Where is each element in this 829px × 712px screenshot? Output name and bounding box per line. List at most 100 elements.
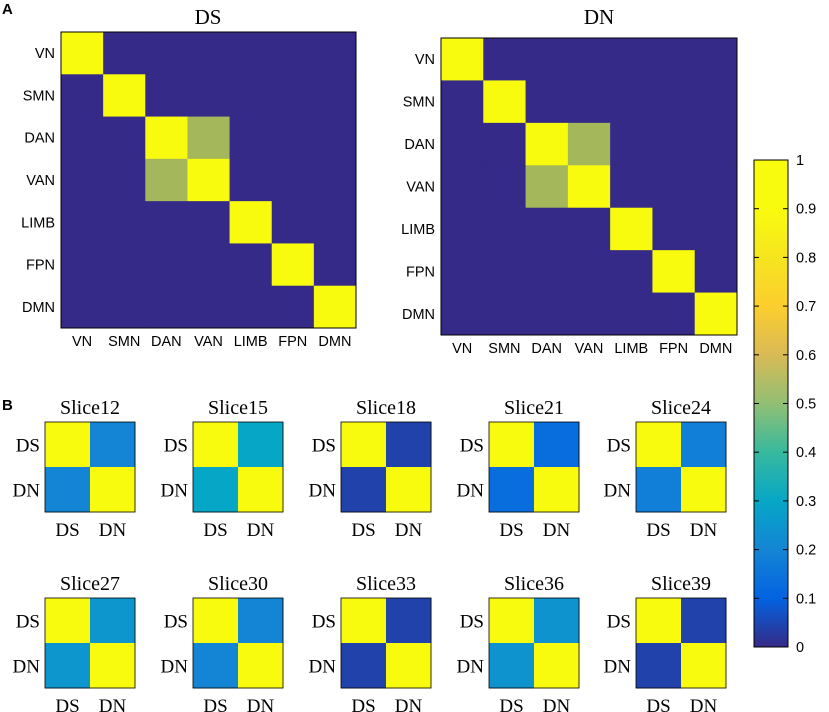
- heatmap-dn-cell-1-6: [694, 80, 738, 124]
- slice-cell-1-0: [193, 467, 239, 513]
- colorbar-tick-label: 1: [796, 153, 804, 169]
- slice-frame: [488, 597, 580, 689]
- heatmap-ds-cell-5-4: [229, 243, 273, 287]
- heatmap-ds-cell-4-6: [313, 201, 357, 244]
- heatmap-ds-cell-1-6: [313, 74, 357, 118]
- slice-x-label: DS: [351, 520, 375, 541]
- heatmap-dn-cell-2-3: [567, 122, 611, 166]
- heatmap-dn-cells: [441, 38, 738, 336]
- slice-title: Slice18: [356, 397, 416, 419]
- heatmap-ds-cell-5-3: [187, 243, 231, 287]
- heatmap-dn-y-label: LIMB: [401, 222, 435, 238]
- slice-frame: [635, 597, 727, 689]
- slice-cell-0-1: [681, 422, 727, 468]
- heatmap-ds-x-label: VAN: [194, 334, 223, 350]
- heatmap-ds-cell-6-5: [271, 285, 315, 329]
- heatmap-ds-x-label: FPN: [278, 334, 307, 350]
- heatmap-ds-cell-6-2: [145, 285, 188, 329]
- slice-cell-0-0: [636, 422, 682, 468]
- slice-cell-1-1: [534, 467, 580, 513]
- heatmap-ds-cell-6-3: [187, 285, 231, 329]
- slice-cell-0-1: [534, 598, 580, 644]
- heatmap-ds-cell-0-2: [145, 32, 188, 75]
- heatmap-dn-cell-3-5: [652, 165, 696, 209]
- heatmap-dn-cell-1-4: [610, 80, 653, 124]
- heatmap-dn-cell-3-2: [525, 165, 569, 209]
- heatmap-dn-cell-6-3: [567, 292, 611, 336]
- slice-y-label: DS: [312, 436, 336, 457]
- slice-cell-0-0: [341, 598, 387, 644]
- heatmap-dn-y-label: SMN: [403, 95, 435, 111]
- heatmap-ds-cell-3-2: [145, 158, 188, 202]
- heatmap-dn-cell-3-6: [694, 165, 738, 209]
- slice-cell-0-0: [341, 422, 387, 468]
- heatmap-dn-cell-6-1: [483, 292, 527, 336]
- slice-y-label: DS: [607, 612, 631, 633]
- heatmap-ds-cell-2-2: [145, 116, 188, 160]
- heatmap-ds-x-label: DAN: [151, 334, 182, 350]
- heatmap-dn-cell-0-4: [610, 38, 653, 81]
- heatmap-ds-cell-3-0: [61, 158, 104, 202]
- heatmap-dn-cell-0-5: [652, 38, 696, 81]
- slice-y-label: DN: [161, 481, 189, 502]
- heatmap-dn-cell-6-5: [652, 292, 696, 336]
- heatmap-ds-cell-1-1: [103, 74, 146, 118]
- slice-x-label: DS: [55, 696, 79, 712]
- heatmap-ds-cell-2-5: [271, 116, 315, 160]
- slice-cell-1-0: [193, 643, 239, 689]
- heatmap-ds-cell-1-2: [145, 74, 188, 118]
- heatmap-dn-x-label: LIMB: [614, 341, 648, 357]
- colorbar-tick-label: 0.6: [796, 348, 816, 364]
- heatmap-ds-cell-6-4: [229, 285, 273, 329]
- heatmap-dn-cell-6-0: [441, 292, 484, 336]
- colorbar-tick-label: 0.5: [796, 397, 816, 413]
- slice-title: Slice12: [60, 397, 120, 419]
- slice-x-label: DS: [499, 696, 523, 712]
- heatmap-ds-cell-4-2: [145, 201, 188, 244]
- slice-y-label: DN: [13, 657, 41, 678]
- slice-x-label: DN: [543, 520, 571, 541]
- colorbar-tick-label: 0.3: [796, 494, 816, 510]
- heatmap-ds-cells: [61, 32, 357, 329]
- heatmap-ds-cell-4-1: [103, 201, 146, 244]
- slice-x-label: DN: [395, 696, 423, 712]
- slice-x-label: DS: [55, 520, 79, 541]
- slice-frame: [192, 421, 284, 513]
- slice-y-label: DS: [164, 612, 188, 633]
- slice-frame: [44, 421, 136, 513]
- slice-x-label: DN: [395, 520, 423, 541]
- colorbar-tick-label: 0.7: [796, 299, 816, 315]
- slice-cell-0-1: [534, 422, 580, 468]
- slice-x-label: DS: [646, 696, 670, 712]
- heatmap-dn-cell-1-1: [483, 80, 527, 124]
- heatmap-dn-cell-5-1: [483, 250, 527, 294]
- slice-x-label: DS: [351, 696, 375, 712]
- slice-y-label: DS: [164, 436, 188, 457]
- heatmap-dn-cell-4-3: [567, 207, 611, 251]
- heatmap-ds-x-label: VN: [72, 334, 92, 350]
- heatmap-dn-cell-1-3: [567, 80, 611, 124]
- heatmap-ds-cell-2-6: [313, 116, 357, 160]
- slice-cell-0-1: [90, 598, 136, 644]
- heatmap-ds-y-label: VN: [35, 46, 55, 62]
- slice-frame: [192, 597, 284, 689]
- heatmap-dn-cell-3-1: [483, 165, 527, 209]
- slice-cell-0-0: [489, 598, 535, 644]
- heatmap-dn-cell-3-4: [610, 165, 653, 209]
- heatmap-dn-cell-2-5: [652, 122, 696, 166]
- heatmap-ds-cell-5-6: [313, 243, 357, 287]
- slice-y-label: DS: [460, 612, 484, 633]
- heatmap-dn-cell-1-5: [652, 80, 696, 124]
- heatmap-ds-cell-0-5: [271, 32, 315, 75]
- slice-cell-0-1: [238, 598, 284, 644]
- slice-y-label: DN: [604, 481, 632, 502]
- heatmap-ds-cell-1-4: [229, 74, 273, 118]
- slice-title: Slice21: [504, 397, 564, 419]
- slice-cell-0-0: [636, 598, 682, 644]
- heatmap-dn-cell-2-1: [483, 122, 527, 166]
